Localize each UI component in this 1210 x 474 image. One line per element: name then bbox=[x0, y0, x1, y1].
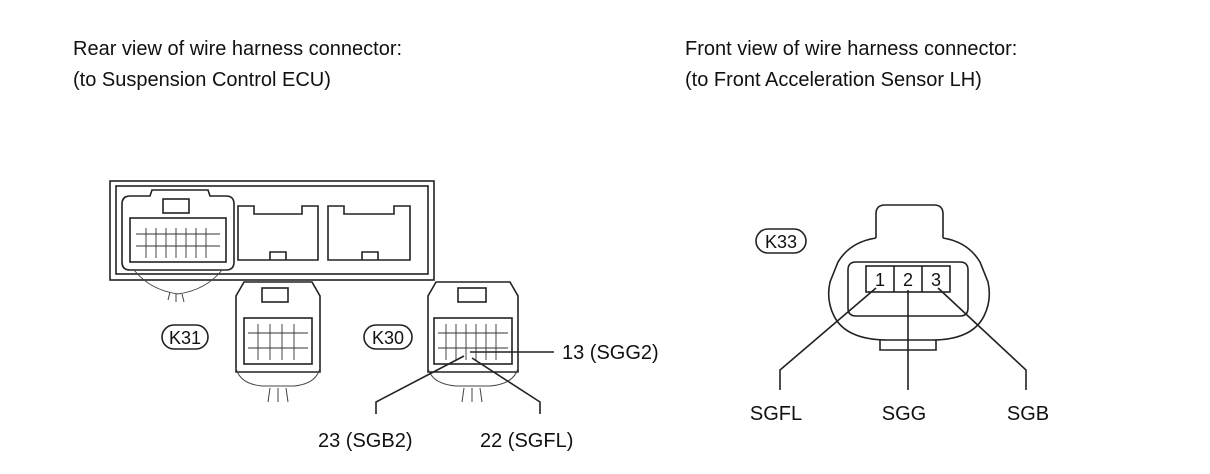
left-heading-line2: (to Suspension Control ECU) bbox=[73, 69, 331, 91]
right-heading-line2: (to Front Acceleration Sensor LH) bbox=[685, 69, 982, 91]
pin13-label: 13 (SGG2) bbox=[562, 342, 659, 364]
k33-label: K33 bbox=[765, 232, 797, 252]
ecu-plugged-connector bbox=[121, 189, 235, 303]
signal-sgfl: SGFL bbox=[750, 403, 802, 425]
k31-label: K31 bbox=[169, 328, 201, 348]
signal-sgb: SGB bbox=[1007, 403, 1049, 425]
pin23-label: 23 (SGB2) bbox=[318, 430, 412, 452]
ecu-empty-socket-a bbox=[237, 205, 319, 261]
k33-pin1: 1 bbox=[875, 270, 885, 290]
ecu-housing bbox=[109, 180, 435, 303]
k30-leader-lines bbox=[375, 351, 554, 414]
connector-k30-plug bbox=[427, 281, 519, 403]
k33-pin3: 3 bbox=[931, 270, 941, 290]
connector-k31-tag: K31 bbox=[161, 324, 209, 350]
connector-k33-tag: K33 bbox=[755, 228, 807, 254]
connector-k31-plug bbox=[235, 281, 321, 403]
connector-k30-tag: K30 bbox=[363, 324, 413, 350]
left-heading-line1: Rear view of wire harness connector: bbox=[73, 38, 402, 60]
pin22-label: 22 (SGFL) bbox=[480, 430, 573, 452]
k30-label: K30 bbox=[372, 328, 404, 348]
k33-pin2: 2 bbox=[903, 270, 913, 290]
signal-sgg: SGG bbox=[882, 403, 926, 425]
k33-leader-lines bbox=[779, 287, 1027, 390]
right-heading-line1: Front view of wire harness connector: bbox=[685, 38, 1017, 60]
ecu-empty-socket-b bbox=[327, 205, 411, 261]
